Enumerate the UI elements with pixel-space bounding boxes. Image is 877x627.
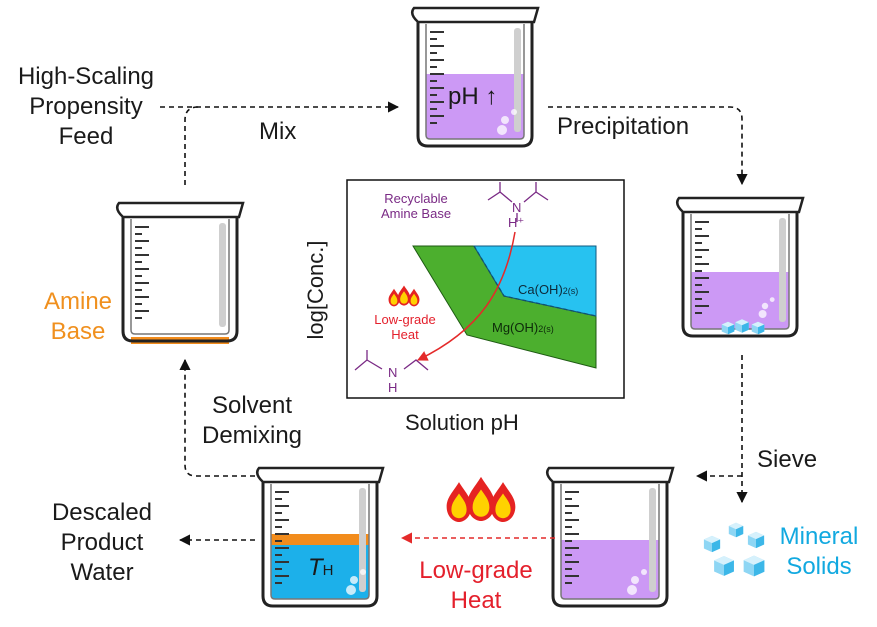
- inset-y-axis-label: log[Conc.]: [303, 240, 328, 340]
- amine-base-label: Amine Base: [43, 288, 113, 345]
- inset-heat-label: Low-grade Heat: [374, 312, 436, 342]
- mineral-solids-label: Mineral Solids: [779, 523, 859, 580]
- arrow-precipitation: [548, 106, 748, 186]
- sieve-label: Sieve: [757, 446, 818, 473]
- amine-molecule-icon: [354, 350, 429, 371]
- amine-molecule-icon: [487, 182, 549, 222]
- beaker-icon: [255, 466, 385, 608]
- precipitation-label: Precipitation: [557, 113, 690, 140]
- h-plus-label: N H⁺: [508, 200, 525, 230]
- beaker-icon: [675, 196, 805, 338]
- descaled-water-label: Descaled Product Water: [51, 499, 153, 586]
- inset-x-axis-label: Solution pH: [405, 410, 519, 435]
- deprotonation-arrow: [417, 231, 516, 361]
- solvent-demixing-label: Solvent Demixing: [201, 392, 303, 449]
- flame-icon: [446, 476, 516, 522]
- beaker-icon: [115, 201, 245, 344]
- mix-label: Mix: [259, 118, 297, 145]
- cube-icon: [703, 522, 765, 577]
- beaker-icon: [545, 466, 675, 608]
- inset-plot: [346, 179, 625, 399]
- beaker-icon: [410, 6, 540, 148]
- arrow-return-up: [184, 106, 199, 185]
- arrow-solvent-demixing: [179, 358, 255, 477]
- recyclable-amine-label: Recyclable Amine Base: [380, 191, 452, 221]
- temperature-high-label: TH: [308, 554, 334, 581]
- ph-up-label: pH ↑: [448, 83, 498, 110]
- ca-region-label: Ca(OH)2(s): [518, 282, 579, 297]
- low-grade-heat-label: Low-grade Heat: [419, 557, 533, 614]
- mg-region-label: Mg(OH)2(s): [492, 320, 554, 335]
- feed-label: High-Scaling Propensity Feed: [17, 63, 155, 150]
